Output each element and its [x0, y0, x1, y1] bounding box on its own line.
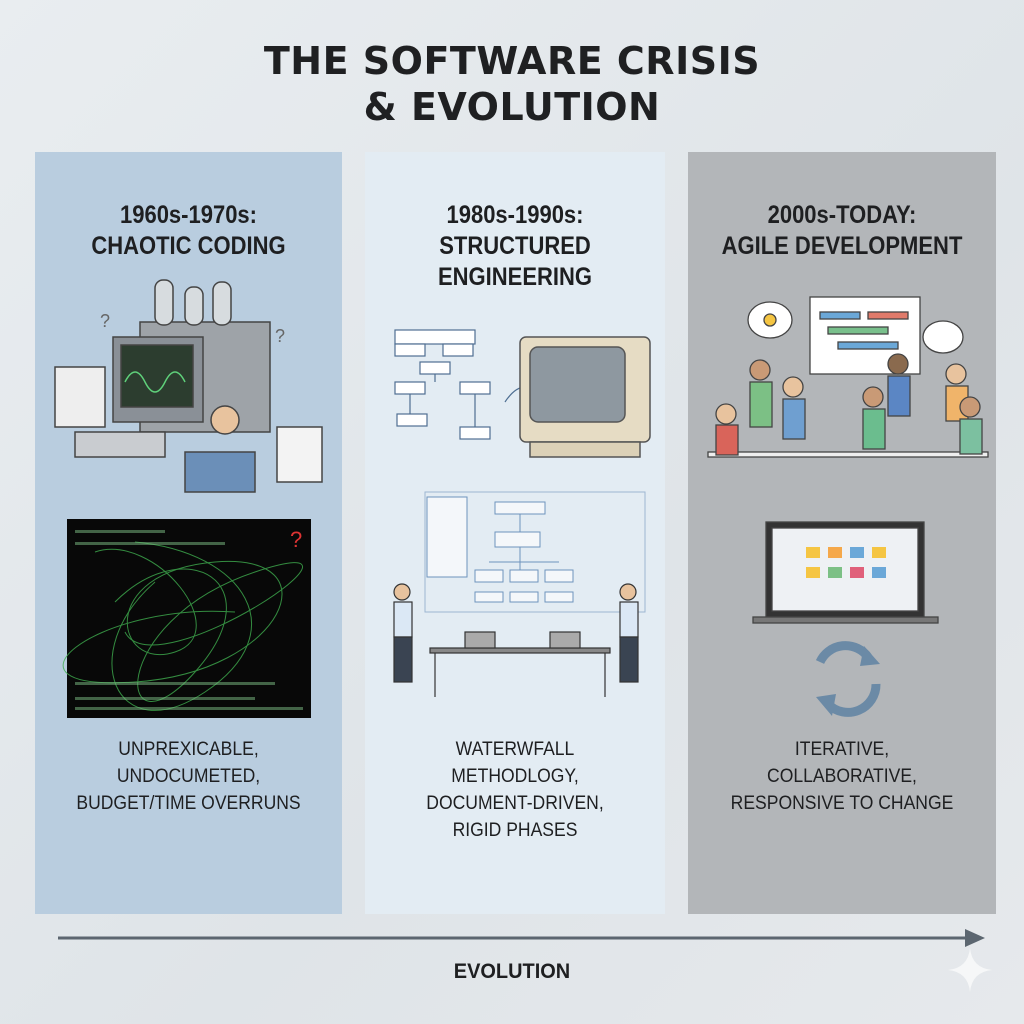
desc-line: DOCUMENT-DRIVEN,	[426, 792, 604, 814]
svg-text:?: ?	[275, 326, 285, 346]
era-title: AGILE DEVELOPMENT	[721, 232, 963, 260]
era-label: 1980s-1990s:	[446, 201, 584, 229]
panel-heading: 1980s-1990s: STRUCTURED ENGINEERING	[383, 200, 647, 293]
panel-chaotic-coding: 1960s-1970s: CHAOTIC CODING ? ?	[35, 152, 342, 914]
era-label: 2000s-TODAY:	[767, 201, 917, 229]
vacuum-tube-computer-icon: ? ? ?	[54, 279, 323, 718]
desc-line: ITERATIVE,	[794, 738, 890, 760]
era-title: CHAOTIC CODING	[91, 232, 286, 260]
era-title-2: ENGINEERING	[437, 263, 593, 291]
era-label: 1960s-1970s:	[119, 201, 258, 229]
desc-line: RIGID PHASES	[452, 819, 578, 841]
panel-agile-development: 2000s-TODAY: AGILE DEVELOPMENT	[688, 152, 996, 914]
panel-structured-engineering: 1980s-1990s: STRUCTURED ENGINEERING	[365, 152, 665, 914]
timeline-label: EVOLUTION	[453, 960, 571, 983]
desc-line: COLLABORATIVE,	[767, 765, 917, 787]
svg-text:?: ?	[290, 527, 302, 552]
panel-heading: 2000s-TODAY: AGILE DEVELOPMENT	[706, 200, 977, 262]
panel-description: UNPREXICABLE, UNDOCUMETED, BUDGET/TIME O…	[50, 736, 326, 817]
desc-line: RESPONSIVE TO CHANGE	[730, 792, 954, 814]
panel-description: ITERATIVE, COLLABORATIVE, RESPONSIVE TO …	[703, 736, 980, 817]
era-title: STRUCTURED	[439, 232, 591, 260]
svg-text:?: ?	[100, 311, 110, 331]
title-line-2: & EVOLUTION	[363, 85, 661, 129]
desc-line: UNDOCUMETED,	[116, 765, 261, 787]
panel-heading: 1960s-1970s: CHAOTIC CODING	[53, 200, 323, 262]
page-title: THE SOFTWARE CRISIS & EVOLUTION	[0, 38, 1024, 130]
desc-line: BUDGET/TIME OVERRUNS	[76, 792, 301, 814]
desc-line: METHODLOGY,	[451, 765, 579, 787]
team-collaboration-icon	[707, 296, 989, 717]
desc-line: WATERWFALL	[455, 738, 575, 760]
title-line-1: THE SOFTWARE CRISIS	[263, 39, 761, 83]
crt-monitor-icon	[519, 336, 651, 458]
desc-line: UNPREXICABLE,	[118, 738, 259, 760]
flowchart-icon	[393, 329, 651, 697]
panel-description: WATERWFALL METHODLOGY, DOCUMENT-DRIVEN, …	[380, 736, 650, 844]
